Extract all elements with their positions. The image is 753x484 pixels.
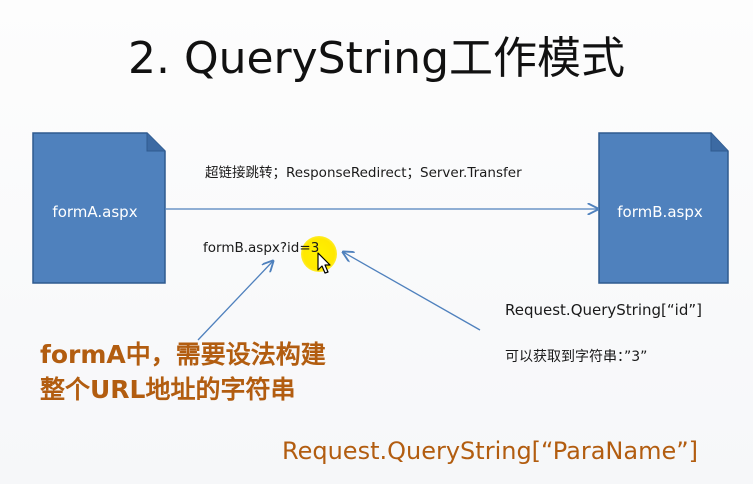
request-pointer-arrow	[343, 252, 481, 331]
source-document-fold	[146, 133, 165, 152]
note-line-2: 整个URL地址的字符串	[40, 375, 296, 404]
note-pointer-arrow	[197, 261, 273, 341]
target-document-fold	[710, 133, 728, 152]
mouse-pointer-icon	[317, 252, 331, 274]
slide-title: 2. QueryString工作模式	[128, 33, 625, 84]
source-document-shape	[32, 132, 166, 284]
target-node-label: formB.aspx	[617, 203, 703, 221]
get-value-text: 可以获取到字符串：”3”	[505, 349, 648, 365]
source-node-label: formA.aspx	[52, 203, 138, 221]
note-text: formA中，需要设法构建 整个URL地址的字符串	[40, 337, 326, 407]
footer-code-text: Request.QueryString[“ParaName”]	[282, 437, 699, 465]
target-document-shape	[598, 132, 729, 284]
request-querystring-id: Request.QueryString[“id”]	[505, 301, 702, 319]
note-line-1: formA中，需要设法构建	[40, 340, 326, 369]
edge-label-methods: 超链接跳转；ResponseRedirect；Server.Transfer	[205, 165, 522, 181]
query-url-text: formB.aspx?id=3	[203, 240, 320, 256]
